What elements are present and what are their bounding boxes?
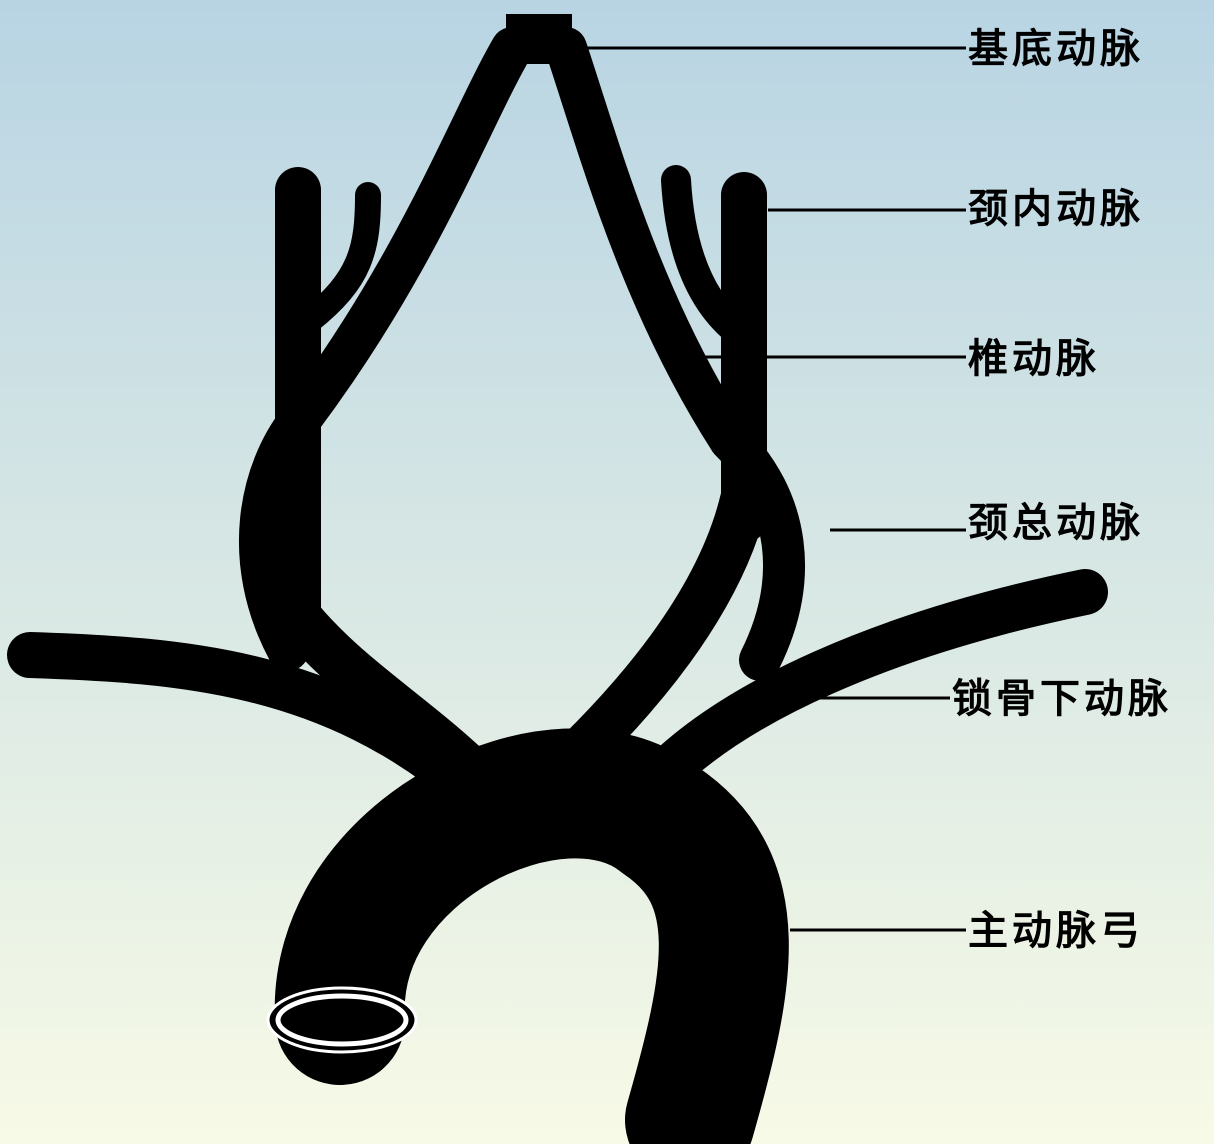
label-subclavian-artery: 锁骨下动脉: [952, 676, 1172, 722]
label-common-carotid-artery: 颈总动脉: [968, 500, 1144, 546]
label-aortic-arch: 主动脉弓: [968, 908, 1144, 954]
label-vertebral-artery: 椎动脉: [968, 336, 1100, 382]
label-basilar-artery: 基底动脉: [968, 26, 1144, 72]
label-internal-carotid-artery: 颈内动脉: [968, 186, 1144, 232]
